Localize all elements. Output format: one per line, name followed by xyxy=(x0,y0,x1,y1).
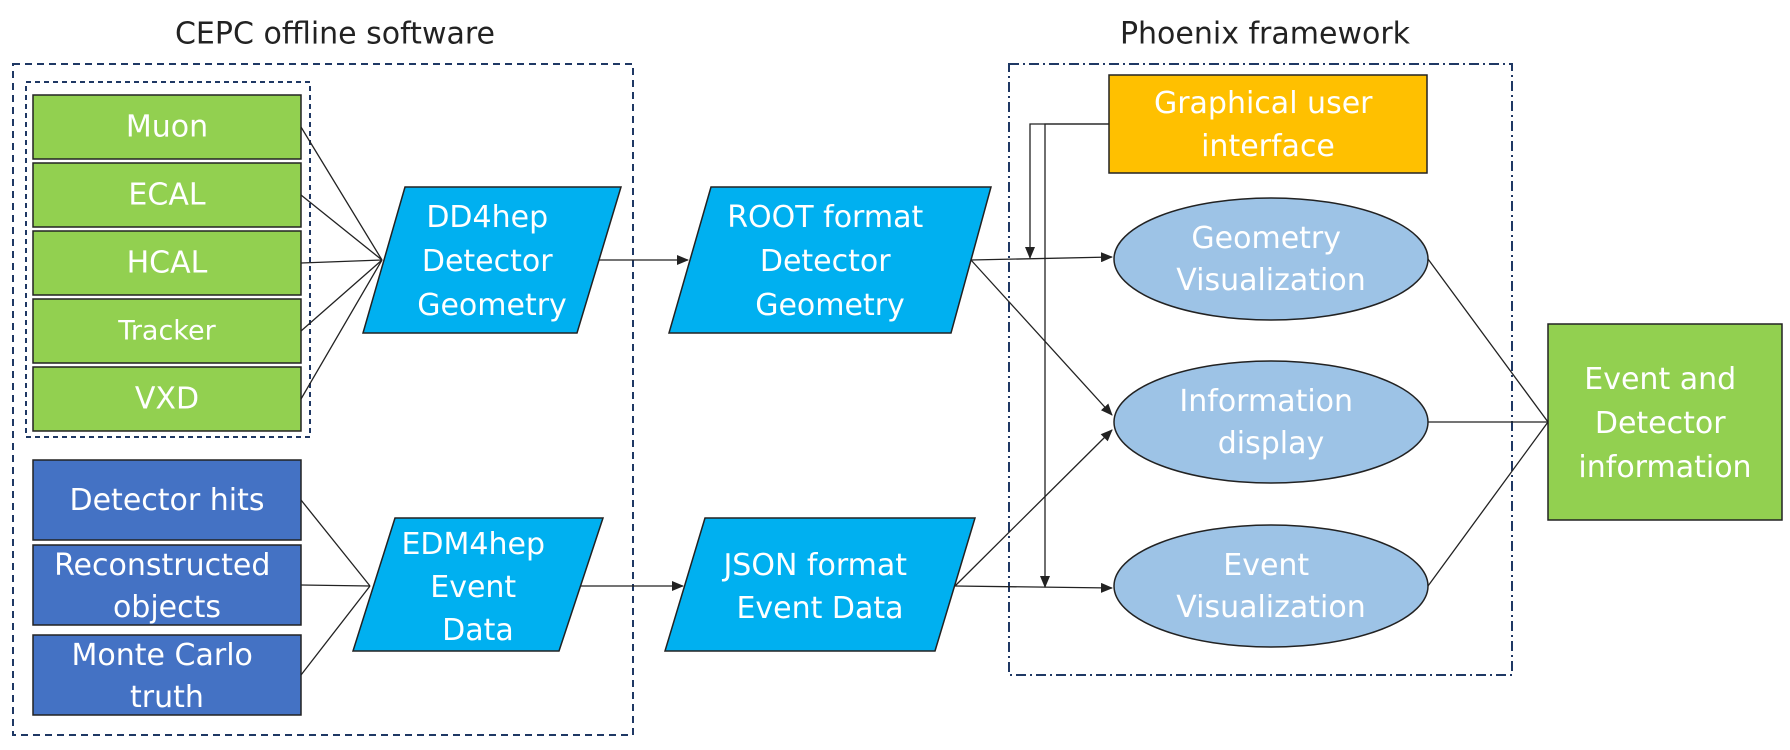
output-label: Event and Detector information xyxy=(1578,362,1751,485)
information-display-label-line-2: display xyxy=(1218,426,1325,461)
dd4hep-geometry-node: DD4hep Detector Geometry xyxy=(362,186,623,334)
connector-reconstructed-objects xyxy=(300,584,371,587)
connector-vxd xyxy=(300,259,383,400)
geometry-visualization-label-line-2: Visualization xyxy=(1176,263,1366,298)
dd4hep-label-line-1: DD4hep xyxy=(426,200,548,235)
source-label-detector-hits-line-1: Detector hits xyxy=(70,483,265,518)
gui-feed-event xyxy=(1040,123,1109,588)
root-format-label-line-3: Geometry xyxy=(755,288,905,323)
information-display-label: Information display xyxy=(1179,384,1362,461)
arrow-json-to-event xyxy=(954,582,1113,593)
connector-geometry-to-output xyxy=(1427,258,1549,423)
gui-feed-geometry xyxy=(1025,123,1109,259)
phoenix-group-border xyxy=(1008,63,1513,676)
detector-list: Muon ECAL HCAL Tracker VXD xyxy=(32,94,302,432)
connector-hcal xyxy=(300,259,383,264)
detector-box-muon: Muon xyxy=(32,94,302,160)
json-format-label: JSON format Event Data xyxy=(721,548,916,626)
detector-label-ecal: ECAL xyxy=(128,178,205,213)
source-box-reconstructed-objects: Reconstructed objects xyxy=(32,544,302,626)
information-display-node: Information display xyxy=(1113,360,1429,484)
geometry-visualization-label: Geometry Visualization xyxy=(1176,221,1366,298)
edm4hep-label-line-1: EDM4hep xyxy=(401,527,545,562)
source-label-detector-hits: Detector hits xyxy=(70,483,265,518)
gui-node: Graphical user interface xyxy=(1108,74,1428,174)
json-format-node: JSON format Event Data xyxy=(663,517,977,652)
detector-box-tracker: Tracker xyxy=(32,298,302,364)
source-label-monte-carlo-truth: Monte Carlo truth xyxy=(72,638,263,715)
source-label-monte-carlo-truth-line-1: Monte Carlo xyxy=(72,638,253,673)
detector-label-vxd: VXD xyxy=(135,382,199,417)
detector-box-hcal: HCAL xyxy=(32,230,302,296)
output-label-line-2: Detector xyxy=(1595,406,1726,441)
source-label-reconstructed-objects-line-1: Reconstructed xyxy=(54,548,270,583)
gui-label-line-1: Graphical user xyxy=(1154,86,1373,121)
connector-ecal xyxy=(300,194,383,261)
root-format-label-line-2: Detector xyxy=(760,244,891,279)
output-connectors xyxy=(1427,258,1549,587)
edm4hep-label-line-2: Event xyxy=(430,570,516,605)
dd4hep-label: DD4hep Detector Geometry xyxy=(417,200,567,323)
connector-event-to-output xyxy=(1427,421,1549,587)
source-box-detector-hits: Detector hits xyxy=(32,459,302,541)
root-format-label: ROOT format Detector Geometry xyxy=(727,200,933,323)
geometry-visualization-label-line-1: Geometry xyxy=(1191,221,1341,256)
phoenix-group-title: Phoenix framework xyxy=(1120,17,1411,52)
detector-box-ecal: ECAL xyxy=(32,162,302,228)
arrow-root-to-geometry xyxy=(970,252,1113,263)
detector-label-tracker: Tracker xyxy=(117,316,216,347)
edm4hep-label: EDM4hep Event Data xyxy=(401,527,554,648)
arrow-root-to-information xyxy=(970,259,1113,416)
cepc-group-border xyxy=(12,63,634,736)
event-visualization-node: Event Visualization xyxy=(1113,524,1429,648)
source-label-monte-carlo-truth-line-2: truth xyxy=(130,680,204,715)
event-visualization-label-line-2: Visualization xyxy=(1176,590,1366,625)
cepc-group-title: CEPC offline software xyxy=(175,17,495,52)
gui-label-line-2: interface xyxy=(1201,129,1335,164)
detector-label-muon: Muon xyxy=(126,110,208,145)
json-format-label-line-2: Event Data xyxy=(736,591,903,626)
event-visualization-label: Event Visualization xyxy=(1176,548,1366,625)
source-label-reconstructed-objects: Reconstructed objects xyxy=(54,548,280,625)
gui-label: Graphical user interface xyxy=(1154,86,1382,164)
connector-monte-carlo-truth xyxy=(300,585,371,676)
dd4hep-label-line-2: Detector xyxy=(422,244,553,279)
output-label-line-3: information xyxy=(1578,450,1751,485)
json-format-label-line-1: JSON format xyxy=(721,548,907,583)
geometry-visualization-node: Geometry Visualization xyxy=(1113,197,1429,321)
connector-muon xyxy=(300,126,383,261)
source-connectors xyxy=(300,499,371,676)
arrow-json-to-information xyxy=(954,429,1113,587)
connector-detector-hits xyxy=(300,499,371,587)
root-format-node: ROOT format Detector Geometry xyxy=(668,186,992,334)
information-display-label-line-1: Information xyxy=(1179,384,1353,419)
event-source-list: Detector hits Reconstructed objects Mont… xyxy=(32,459,302,716)
detectors-group-border xyxy=(25,81,311,438)
root-format-label-line-1: ROOT format xyxy=(727,200,923,235)
output-node: Event and Detector information xyxy=(1547,323,1783,521)
output-label-line-1: Event and xyxy=(1584,362,1736,397)
detector-box-vxd: VXD xyxy=(32,366,302,432)
connector-tracker xyxy=(300,259,383,332)
edm4hep-event-node: EDM4hep Event Data xyxy=(351,517,605,652)
dd4hep-label-line-3: Geometry xyxy=(417,288,567,323)
event-visualization-label-line-1: Event xyxy=(1223,548,1309,583)
source-label-reconstructed-objects-line-2: objects xyxy=(113,590,221,625)
source-box-monte-carlo-truth: Monte Carlo truth xyxy=(32,634,302,716)
detector-connectors xyxy=(300,126,383,400)
edm4hep-label-line-3: Data xyxy=(442,613,514,648)
detector-label-hcal: HCAL xyxy=(127,246,208,281)
